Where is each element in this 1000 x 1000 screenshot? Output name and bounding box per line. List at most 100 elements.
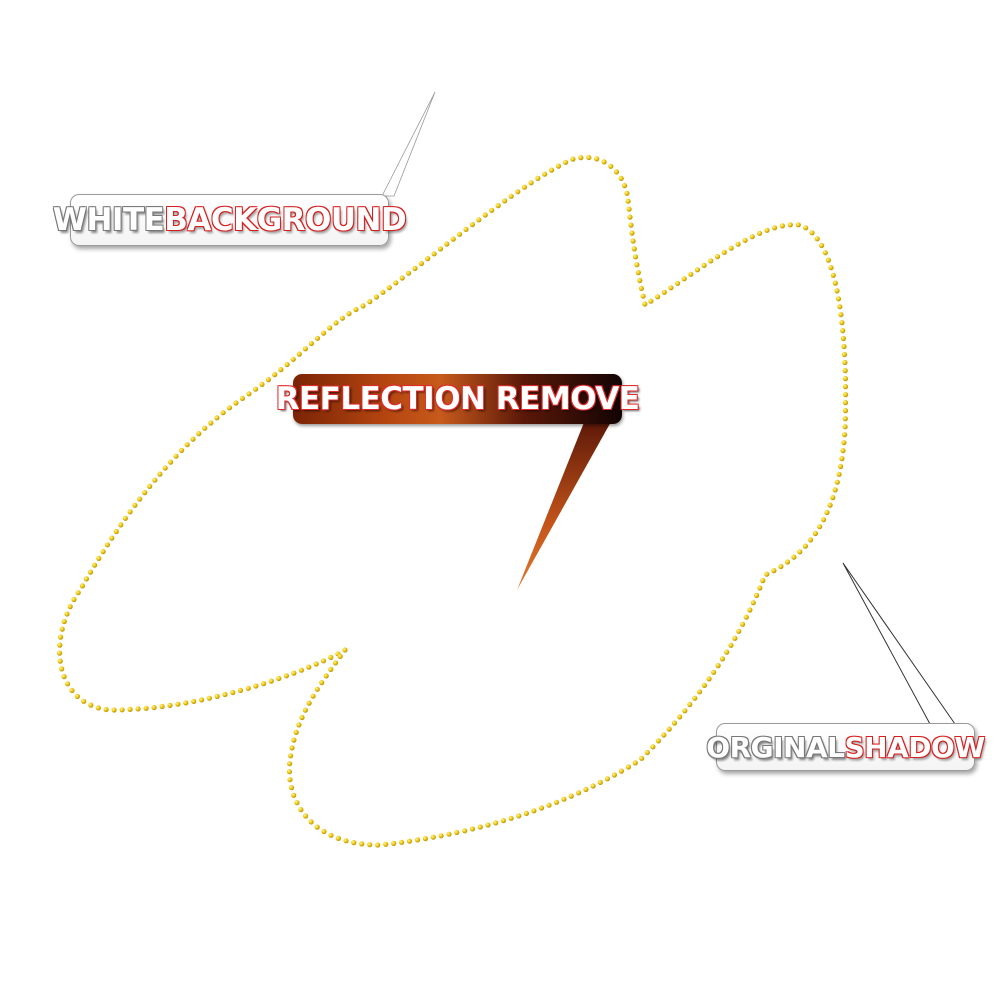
outline-dot	[302, 707, 308, 713]
outline-dot	[764, 571, 770, 577]
outline-dot	[383, 841, 389, 847]
outline-dot	[299, 714, 305, 721]
outline-dot	[237, 687, 244, 694]
reflection-remove-label-text: REFLECTION REMOVE	[275, 381, 640, 417]
outline-dot	[283, 673, 289, 679]
outline-dot	[561, 796, 567, 802]
outline-dot	[697, 689, 703, 695]
outline-dot	[754, 592, 760, 599]
outline-dot	[666, 726, 672, 732]
outline-dot	[842, 424, 848, 430]
outline-dot	[127, 706, 133, 713]
outline-dot	[764, 227, 770, 233]
outline-dot	[832, 280, 838, 286]
outline-dot	[59, 626, 65, 632]
outline-dot	[190, 436, 196, 442]
outline-dot	[747, 607, 753, 613]
outline-dot	[59, 666, 65, 672]
outline-dot	[834, 288, 840, 294]
outline-dot	[838, 312, 844, 318]
outline-dot	[839, 456, 845, 462]
outline-dot	[239, 395, 245, 401]
outline-dot	[611, 772, 618, 778]
outline-dot	[624, 190, 630, 196]
outline-dot	[113, 528, 119, 535]
outline-dot	[661, 732, 667, 738]
outline-dot	[184, 442, 190, 448]
outline-dot	[555, 163, 562, 169]
outline-dot	[422, 836, 428, 842]
outline-dot	[711, 669, 717, 675]
outline-dot	[563, 159, 569, 165]
outline-dot	[601, 159, 607, 165]
outline-dot	[296, 722, 302, 728]
outline-dot	[343, 838, 349, 844]
outline-dot	[736, 628, 742, 634]
outline-dot	[306, 700, 312, 706]
outline-dot	[508, 815, 514, 821]
outline-dot	[222, 691, 228, 698]
outline-dot	[708, 258, 714, 264]
outline-dot	[749, 234, 755, 240]
outline-dot	[787, 222, 793, 228]
outline-dot	[69, 687, 75, 694]
outline-dot	[832, 487, 838, 493]
outline-dot	[825, 257, 832, 263]
outline-dot	[824, 509, 830, 516]
outline-dot	[840, 328, 846, 334]
outline-dot	[119, 707, 125, 713]
outline-dot	[661, 289, 667, 295]
outline-dot	[79, 583, 85, 589]
outline-dot	[668, 285, 674, 291]
outline-dot	[431, 251, 437, 257]
outline-dot	[437, 246, 444, 252]
outline-dot	[797, 549, 803, 555]
outline-dot	[406, 838, 413, 844]
outline-dot	[701, 262, 707, 268]
outline-dot	[142, 490, 148, 496]
outline-dot	[837, 304, 843, 310]
outline-dot	[196, 431, 202, 437]
outline-dot	[489, 207, 495, 213]
outline-dot	[298, 807, 304, 813]
outline-dot	[175, 701, 181, 707]
outline-dot	[373, 294, 379, 300]
outline-dot	[96, 555, 102, 562]
outline-dot	[735, 241, 741, 247]
outline-dot	[803, 225, 809, 231]
outline-dot	[346, 311, 352, 317]
outline-dot	[842, 376, 849, 382]
outline-dot	[457, 231, 463, 237]
outline-dot	[546, 802, 552, 808]
outline-dot	[226, 405, 233, 411]
outline-dot	[265, 377, 271, 383]
outline-dot	[632, 254, 639, 260]
outline-dot	[321, 330, 327, 336]
outline-dot	[836, 471, 842, 477]
outline-dot	[328, 654, 334, 661]
outline-dot	[444, 241, 450, 247]
outline-dot	[328, 666, 334, 673]
outline-dot	[632, 760, 638, 766]
outline-dot	[406, 270, 412, 276]
outline-dot	[655, 294, 661, 300]
outline-dot	[64, 611, 70, 617]
outline-dot	[328, 832, 334, 838]
outline-dot	[841, 351, 848, 358]
outline-dot	[637, 277, 643, 284]
outline-dot	[286, 769, 292, 775]
outline-dot	[631, 246, 637, 252]
outline-dot	[335, 835, 341, 842]
outline-dot	[430, 834, 436, 840]
outline-dot	[296, 351, 302, 357]
outline-dot	[83, 576, 89, 582]
outline-dot	[822, 250, 828, 256]
outline-dot	[380, 289, 386, 295]
outline-dot	[802, 543, 809, 549]
outline-dot	[791, 554, 797, 560]
outline-dot	[838, 463, 844, 470]
outline-dot	[183, 700, 189, 706]
outline-dot	[842, 384, 849, 390]
outline-dot	[482, 212, 488, 218]
